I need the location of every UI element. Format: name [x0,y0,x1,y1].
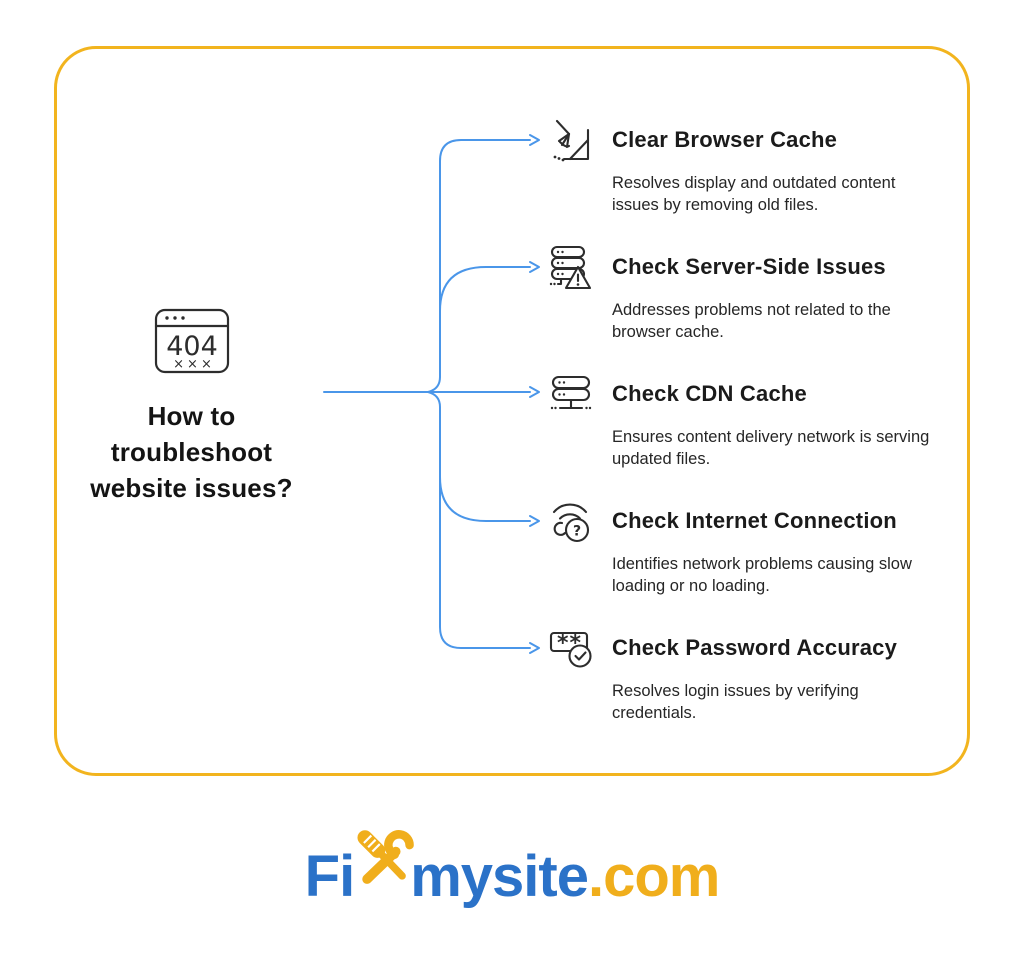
center-title-line: How to [147,401,236,431]
branch-description: Ensures content delivery network is serv… [612,428,930,468]
branch-description: Identifies network problems causing slow… [612,555,912,595]
wifi-question-icon: ? [546,497,596,545]
error-marks-text: ××× [173,357,215,372]
branch-title: Check Internet Connection [612,508,897,533]
password-check-icon: ** [546,624,596,672]
logo-prefix: Fi [304,844,356,909]
cdn-server-icon [546,370,596,418]
center-title-line: website issues? [90,473,293,503]
branch-title: Check Server-Side Issues [612,254,886,279]
logo-middle: mysite [410,844,589,909]
branch-description: Resolves display and outdated content is… [612,174,896,214]
broom-sweep-icon [546,116,596,164]
crossed-tools-icon [357,830,415,884]
branch-title: Check Password Accuracy [612,635,898,660]
logo-suffix: .com [587,844,720,909]
question-mark-glyph: ? [573,524,581,540]
browser-404-icon: 404 ××× [154,308,230,376]
branch-server-side-issues: Check Server-Side Issues Addresses probl… [546,243,946,343]
branch-clear-browser-cache: Clear Browser Cache Resolves display and… [546,116,946,216]
branch-description: Resolves login issues by verifying crede… [612,682,859,722]
branch-internet-connection: ? Check Internet Connection Identifies n… [546,497,946,597]
branch-description: Addresses problems not related to the br… [612,301,891,341]
branch-cdn-cache: Check CDN Cache Ensures content delivery… [546,370,946,470]
branch-title: Clear Browser Cache [612,127,838,152]
center-question-title: How to troubleshoot website issues? [64,398,319,506]
branch-password-accuracy: ** Check Password Accuracy Resolves logi… [546,624,946,724]
error-code-text: 404 [166,331,218,362]
branch-title: Check CDN Cache [612,381,807,406]
server-warning-icon [546,243,596,291]
center-title-line: troubleshoot [110,437,273,467]
fixmysite-logo: Fi mysite .com [0,824,1024,906]
